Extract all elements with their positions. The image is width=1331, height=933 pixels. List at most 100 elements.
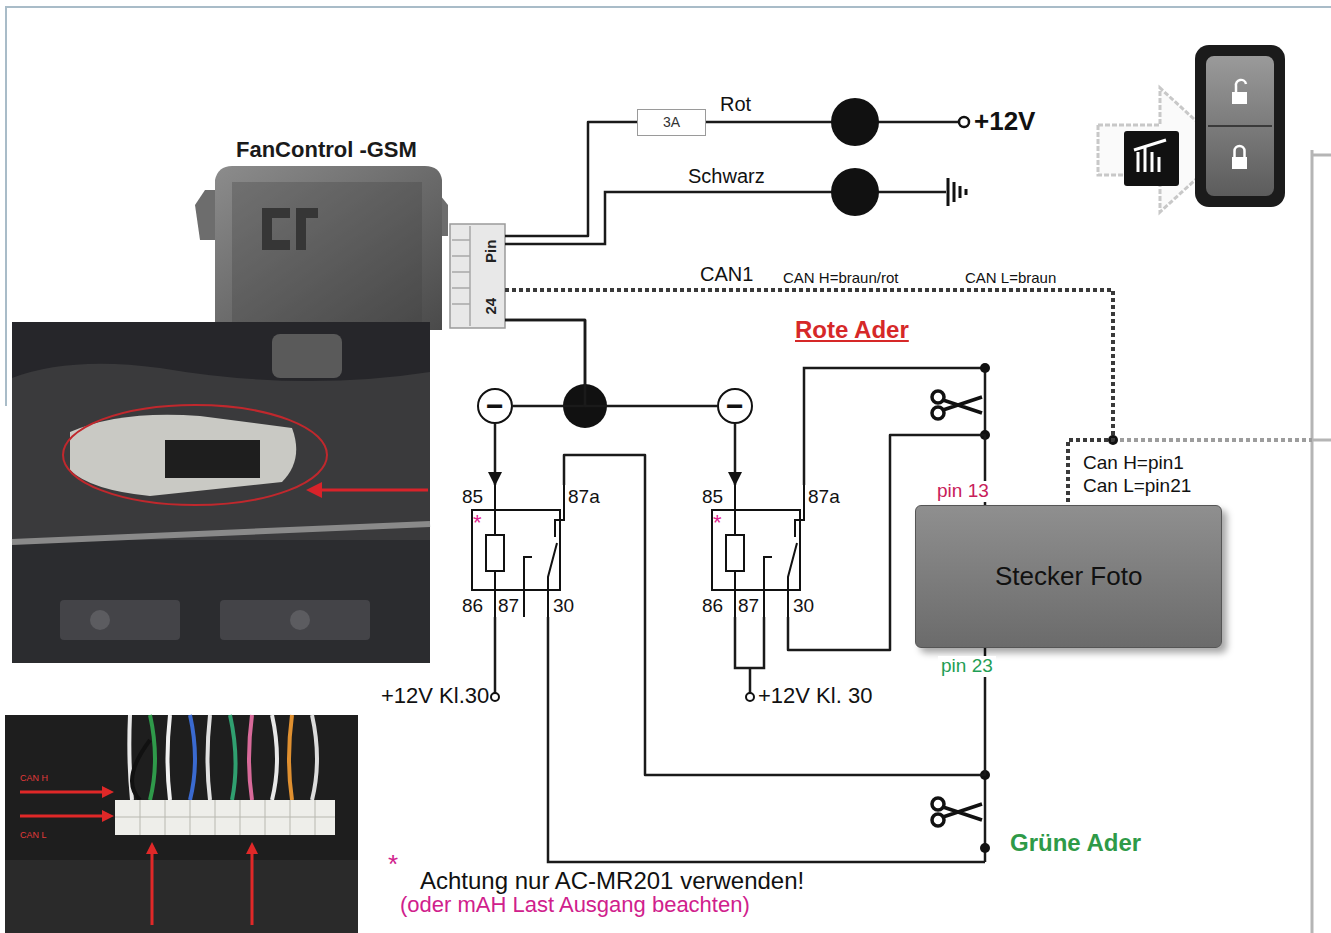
wire [494, 424, 497, 485]
plug-body [450, 224, 505, 328]
junction-dot [831, 168, 879, 216]
photo-arrow [318, 489, 428, 492]
switch-divider [1208, 125, 1272, 127]
wire-color: CAN L=braun [965, 270, 1056, 287]
junction-dot [831, 98, 879, 146]
relay-pin: 86 [462, 596, 483, 617]
lock-open-shackle [1236, 80, 1246, 92]
can-wire [1113, 438, 1312, 442]
supply-label: +12V Kl. 30 [758, 684, 872, 708]
photo-arrow-head [102, 786, 258, 854]
photo-tag: CAN L [20, 831, 47, 841]
photo-wire [150, 715, 155, 800]
fuse-box: 3A [637, 109, 706, 136]
photo-ground [5, 715, 358, 933]
wire [735, 617, 764, 693]
scissors-handle [932, 391, 944, 403]
car-photo [12, 322, 430, 663]
plug-cells [452, 226, 470, 326]
lock-closed [1232, 157, 1247, 169]
wire [804, 368, 985, 485]
lock-closed-shackle [1235, 146, 1245, 157]
note-text: Achtung nur AC-MR201 verwenden! [420, 868, 804, 894]
minus-sign: − [726, 391, 744, 421]
icon-glyph [1134, 140, 1166, 172]
relay-pin: 87a [568, 487, 600, 508]
ground-circle: − [717, 388, 753, 424]
relay-pin: 87 [738, 596, 759, 617]
console-trim [12, 524, 430, 542]
wire [548, 617, 985, 862]
relay-outline [472, 510, 560, 590]
module-panel [232, 182, 422, 322]
relay-outline [712, 510, 800, 590]
photo-part [165, 440, 260, 478]
scissors-handle [932, 798, 944, 810]
scissors-blade [943, 397, 982, 413]
relay-coil [486, 535, 504, 571]
photo-wire [272, 715, 277, 800]
module-logo [262, 208, 318, 250]
relay-box: 8587a*868730 [700, 485, 850, 617]
fuse-rating: 3A [663, 115, 680, 130]
bus-name: CAN1 [700, 263, 753, 285]
pin-label: Pin [483, 239, 500, 262]
wire-name: Rote Ader [795, 317, 909, 343]
terminal [491, 693, 499, 701]
relay-pin: 87a [808, 487, 840, 508]
wire-bundle [129, 715, 317, 800]
photo-marker [63, 405, 327, 505]
module-title: FanControl -GSM [236, 138, 417, 162]
ground-circle: − [477, 388, 513, 424]
wires [495, 122, 985, 862]
photo-wire [168, 715, 171, 800]
console-panel [60, 600, 180, 640]
relay-pin: 30 [553, 596, 574, 617]
relay-pin: 86 [702, 596, 723, 617]
module-housing [215, 166, 442, 330]
wire [734, 424, 737, 485]
console-knob [290, 610, 310, 630]
connector-plug [450, 224, 505, 328]
scissors-symbol [932, 798, 982, 826]
wire [505, 320, 585, 406]
relay-pin: 30 [793, 596, 814, 617]
wire-color: Rot [720, 93, 751, 115]
icon-square [1124, 131, 1179, 186]
wire-dot [980, 843, 990, 853]
relay-pin: 85 [702, 487, 723, 508]
photo-tag: CAN H [20, 774, 48, 784]
photo-wire [230, 715, 236, 800]
wire-dot [980, 363, 990, 373]
pin-label: pin 13 [934, 481, 992, 502]
switch-body [1195, 45, 1285, 207]
photo-wire [289, 715, 292, 800]
scissors-blade [943, 804, 982, 820]
wire-color: Schwarz [688, 165, 765, 187]
photo-part [272, 334, 342, 378]
photo-arrow [20, 792, 252, 925]
terminal [746, 693, 754, 701]
relay-box: 8587a*868730 [460, 485, 610, 617]
pin-label: pin 23 [938, 656, 996, 677]
pin-label: Can L=pin21 [1083, 476, 1191, 497]
photo-wire [132, 740, 150, 800]
module-box: FanControl -GSM [190, 134, 482, 328]
note-text: (oder mAH Last Ausgang beachten) [400, 893, 750, 917]
ground-symbol [948, 178, 966, 206]
supply-label: +12V [974, 107, 1035, 136]
photo-wire [190, 715, 195, 800]
seat-shape [12, 322, 430, 381]
photo-floor [5, 860, 358, 933]
frame-line [6, 7, 1331, 406]
lock-switch-icon [1098, 45, 1285, 212]
side-rail [1311, 150, 1314, 933]
control-unit [70, 415, 296, 496]
plug-grid [115, 800, 335, 835]
can-wire [505, 290, 1113, 505]
pin-label: Can H=pin1 [1083, 453, 1184, 474]
rail-tick [1312, 155, 1331, 440]
relay-coil [726, 535, 744, 571]
console-panel [220, 600, 370, 640]
